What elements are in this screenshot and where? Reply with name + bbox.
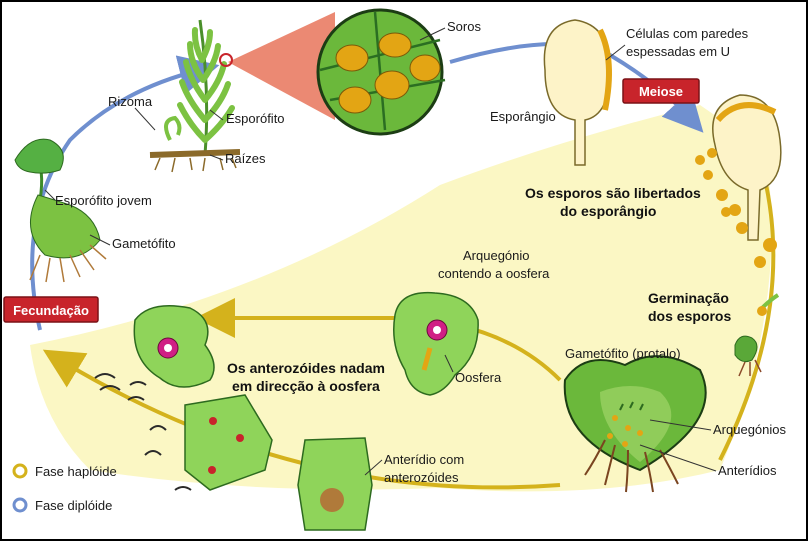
sorus-zoom-circle (316, 8, 446, 136)
svg-text:Fecundação: Fecundação (13, 303, 89, 318)
fecundacao-tag: Fecundação (3, 296, 99, 323)
label-esporofito: Esporófito (226, 111, 285, 126)
sporangium-open (695, 94, 782, 268)
label-germinacao-1: Germinação (648, 290, 729, 306)
label-spores-released-2: do esporângio (560, 203, 656, 219)
label-anterozoides-2: em direcção à oosfera (232, 378, 380, 394)
label-oosfera: Oosfera (455, 370, 502, 385)
fertilization-archegonium (94, 305, 215, 401)
legend-haploid-label: Fase haplóide (35, 464, 117, 479)
label-cell-walls-1: Células com paredes (626, 26, 749, 41)
label-anterozoides-1: Os anterozóides nadam (227, 360, 385, 376)
label-spores-released-1: Os esporos são libertados (525, 185, 701, 201)
label-soros: Soros (447, 19, 481, 34)
label-anteridio-2: anterozóides (384, 470, 459, 485)
label-arquegonio-2: contendo a oosfera (438, 266, 550, 281)
label-esporangio: Esporângio (490, 109, 556, 124)
young-sporophyte (14, 138, 107, 283)
label-gametofito: Gametófito (112, 236, 176, 251)
label-germinacao-2: dos esporos (648, 308, 731, 324)
label-anteridio-1: Anterídio com (384, 452, 464, 467)
label-protalo: Gametófito (protalo) (565, 346, 681, 361)
legend: Fase haplóide Fase diplóide (12, 463, 117, 513)
label-arquegonios: Arquegónios (713, 422, 786, 437)
archegonium (393, 291, 479, 396)
label-raizes: Raízes (225, 151, 266, 166)
germinating-spore (734, 293, 780, 377)
sporangium-closed (543, 19, 612, 166)
legend-haploid-swatch (12, 463, 28, 479)
label-arquegonio-1: Arquegónio (463, 248, 530, 263)
label-rizoma: Rizoma (108, 94, 153, 109)
meiose-tag: Meiose (622, 78, 700, 104)
antheridia-group (144, 394, 373, 531)
leader-lines (44, 27, 717, 476)
legend-diploid-label: Fase diplóide (35, 498, 112, 513)
legend-diploid-swatch (12, 497, 28, 513)
diploid-arc-left (30, 55, 220, 331)
mature-sporophyte (149, 19, 241, 173)
zoom-cone (228, 12, 335, 120)
prothallus (563, 355, 707, 493)
label-cell-walls-2: espessadas em U (626, 44, 730, 59)
label-esporofito-jovem: Esporófito jovem (55, 193, 152, 208)
label-anteridios: Anterídios (718, 463, 777, 478)
svg-text:Meiose: Meiose (639, 84, 683, 99)
haploid-arc-right (718, 159, 776, 461)
